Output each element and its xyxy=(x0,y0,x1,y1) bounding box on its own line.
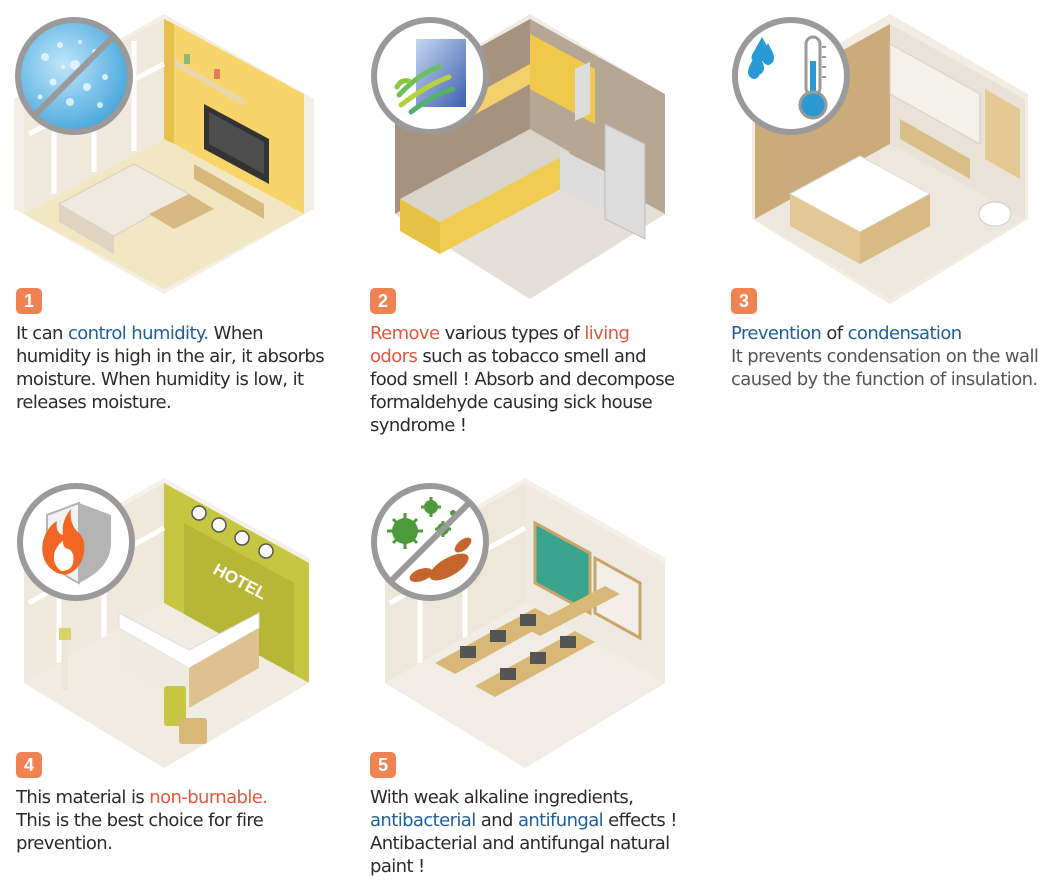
kitchen-illustration xyxy=(395,14,665,299)
thermometer-drops-icon xyxy=(732,17,850,135)
desc-line: caused by the function of insulation. xyxy=(731,369,1038,390)
desc-line: odors such as tobacco smell and xyxy=(370,346,647,367)
no-germs-icon xyxy=(371,483,489,601)
desc-line: syndrome ! xyxy=(370,415,467,436)
step-badge-5: 5 xyxy=(370,752,396,778)
feature-description-4: This material is non-burnable. This is t… xyxy=(16,786,268,855)
desc-line: moisture. When humidity is low, it xyxy=(16,369,304,390)
step-badge-3: 3 xyxy=(731,288,757,314)
desc-line: This is the best choice for fire xyxy=(16,810,264,831)
step-badge-1: 1 xyxy=(16,288,42,314)
desc-line: releases moisture. xyxy=(16,392,172,413)
fire-shield-icon xyxy=(17,483,135,601)
desc-line: It can control humidity. When xyxy=(16,323,264,344)
feature-description-1: It can control humidity. When humidity i… xyxy=(16,322,325,414)
desc-line: Prevention of condensation xyxy=(731,323,962,344)
step-badge-2: 2 xyxy=(370,288,396,314)
step-badge-4: 4 xyxy=(16,752,42,778)
feature-description-3: Prevention of condensation It prevents c… xyxy=(731,322,1039,391)
odor-filter-icon xyxy=(371,17,489,135)
desc-line: formaldehyde causing sick house xyxy=(370,392,653,413)
desc-line: prevention. xyxy=(16,833,113,854)
desc-line: paint ! xyxy=(370,856,425,877)
desc-line: humidity is high in the air, it absorbs xyxy=(16,346,325,367)
feature-description-2: Remove various types of living odors suc… xyxy=(370,322,675,437)
desc-line: Remove various types of living xyxy=(370,323,630,344)
desc-line: This material is non-burnable. xyxy=(16,787,268,808)
desc-line: antibacterial and antifungal effects ! xyxy=(370,810,677,831)
desc-line: It prevents condensation on the wall xyxy=(731,346,1039,367)
feature-description-5: With weak alkaline ingredients, antibact… xyxy=(370,786,677,878)
desc-line: With weak alkaline ingredients, xyxy=(370,787,634,808)
desc-line: food smell ! Absorb and decompose xyxy=(370,369,675,390)
water-droplets-icon xyxy=(15,17,133,135)
desc-line: Antibacterial and antifungal natural xyxy=(370,833,670,854)
